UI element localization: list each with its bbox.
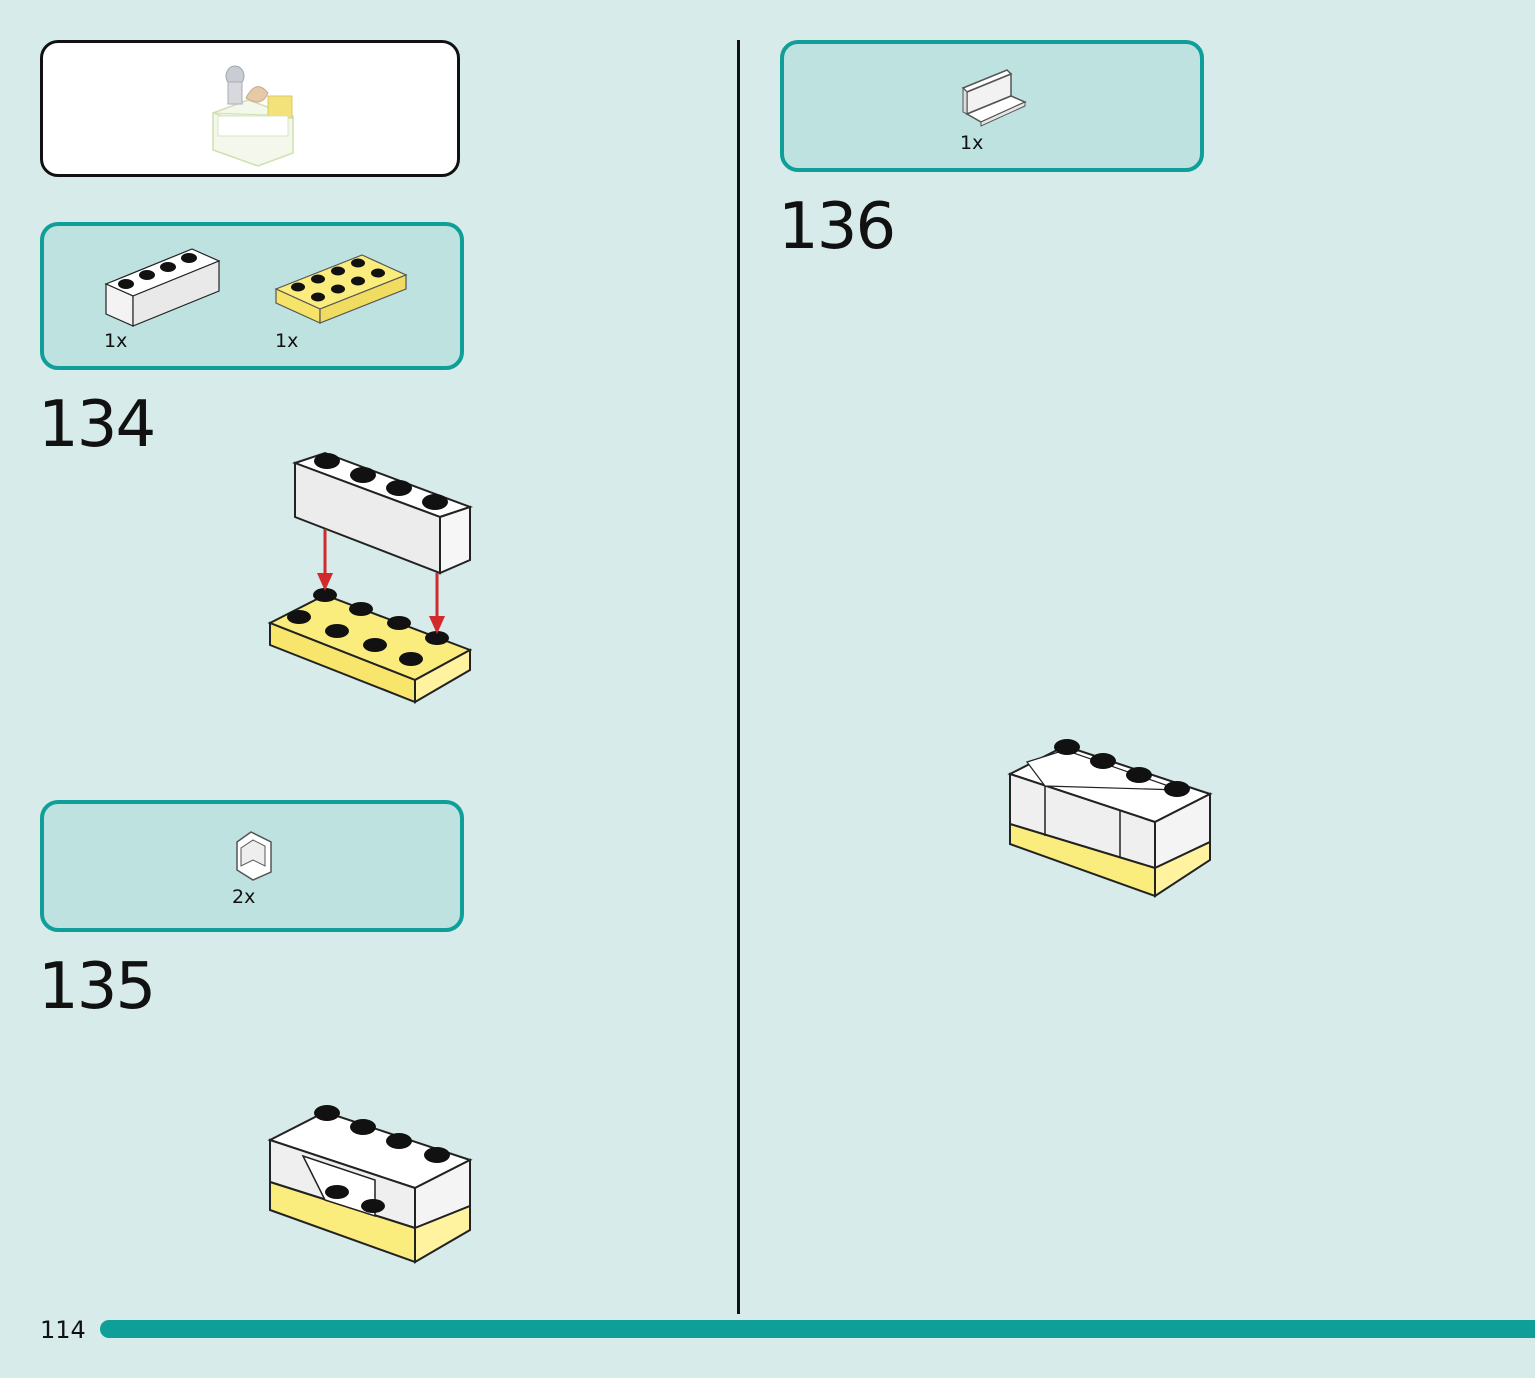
step-number: 135	[38, 950, 156, 1024]
step-number: 136	[778, 190, 896, 264]
step-134-parts-box: 1x 1x	[40, 222, 464, 370]
step-135-assembly-illustration	[267, 1105, 473, 1264]
model-preview-box	[40, 40, 460, 177]
step-136-parts-box: 1x	[780, 40, 1204, 172]
page-number: 114	[40, 1316, 86, 1344]
model-thumbnail-icon	[212, 65, 294, 167]
step-135-parts-box: 2x	[40, 800, 464, 932]
brick-1x4-white-icon	[104, 248, 221, 327]
progress-bar	[100, 1320, 1535, 1338]
part-quantity: 1x	[275, 330, 299, 352]
step-number: 134	[38, 388, 156, 462]
panel-1x2-white-icon	[961, 69, 1027, 127]
part-quantity: 1x	[960, 132, 984, 154]
corner-panel-white-icon	[236, 831, 272, 881]
part-quantity: 2x	[232, 886, 256, 908]
step-134-assembly-illustration	[267, 451, 474, 704]
part-quantity: 1x	[104, 330, 128, 352]
step-136-assembly-illustration	[1007, 739, 1213, 898]
plate-2x4-yellow-icon	[274, 254, 408, 324]
column-divider	[737, 40, 740, 1314]
